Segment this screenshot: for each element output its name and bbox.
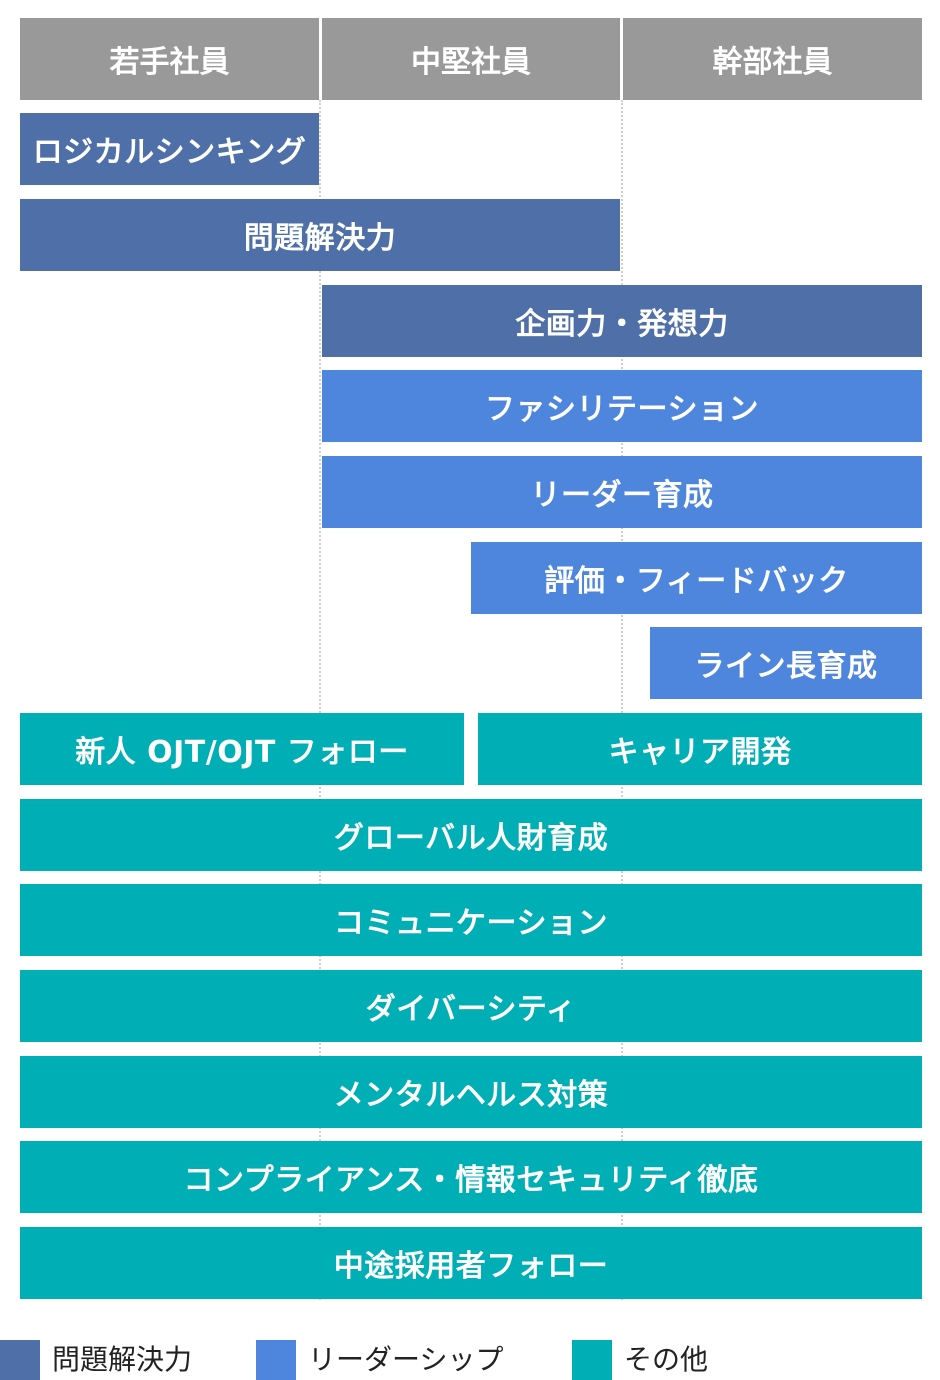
program-midcareer-followup: 中途採用者フォロー (20, 1227, 922, 1299)
program-compliance: コンプライアンス・情報セキュリティ徹底 (20, 1141, 922, 1213)
legend-label-problem-solving: 問題解決力 (52, 1343, 193, 1376)
program-logical-thinking: ロジカルシンキング (20, 113, 319, 185)
program-ojt: 新人 OJT/OJT フォロー (20, 713, 464, 785)
legend-label-leadership: リーダーシップ (308, 1343, 504, 1376)
legend-swatch-other (572, 1340, 612, 1380)
program-diversity: ダイバーシティ (20, 970, 922, 1042)
legend-label-other: その他 (624, 1343, 709, 1376)
program-feedback: 評価・フィードバック (471, 542, 922, 614)
program-career: キャリア開発 (478, 713, 922, 785)
column-header-executive: 幹部社員 (623, 18, 922, 100)
program-leader-development: リーダー育成 (322, 456, 922, 528)
program-facilitation: ファシリテーション (322, 370, 922, 442)
program-communication: コミュニケーション (20, 884, 922, 956)
program-planning: 企画力・発想力 (322, 285, 922, 357)
column-divider (621, 100, 623, 1300)
program-mental-health: メンタルヘルス対策 (20, 1056, 922, 1128)
program-line-manager: ライン長育成 (650, 627, 922, 699)
program-global: グローバル人財育成 (20, 799, 922, 871)
column-header-mid: 中堅社員 (322, 18, 620, 100)
program-problem-solving: 問題解決力 (20, 199, 620, 271)
column-header-junior: 若手社員 (20, 18, 319, 100)
legend-swatch-problem-solving (0, 1340, 40, 1380)
column-divider (319, 100, 321, 1300)
legend-swatch-leadership (256, 1340, 296, 1380)
